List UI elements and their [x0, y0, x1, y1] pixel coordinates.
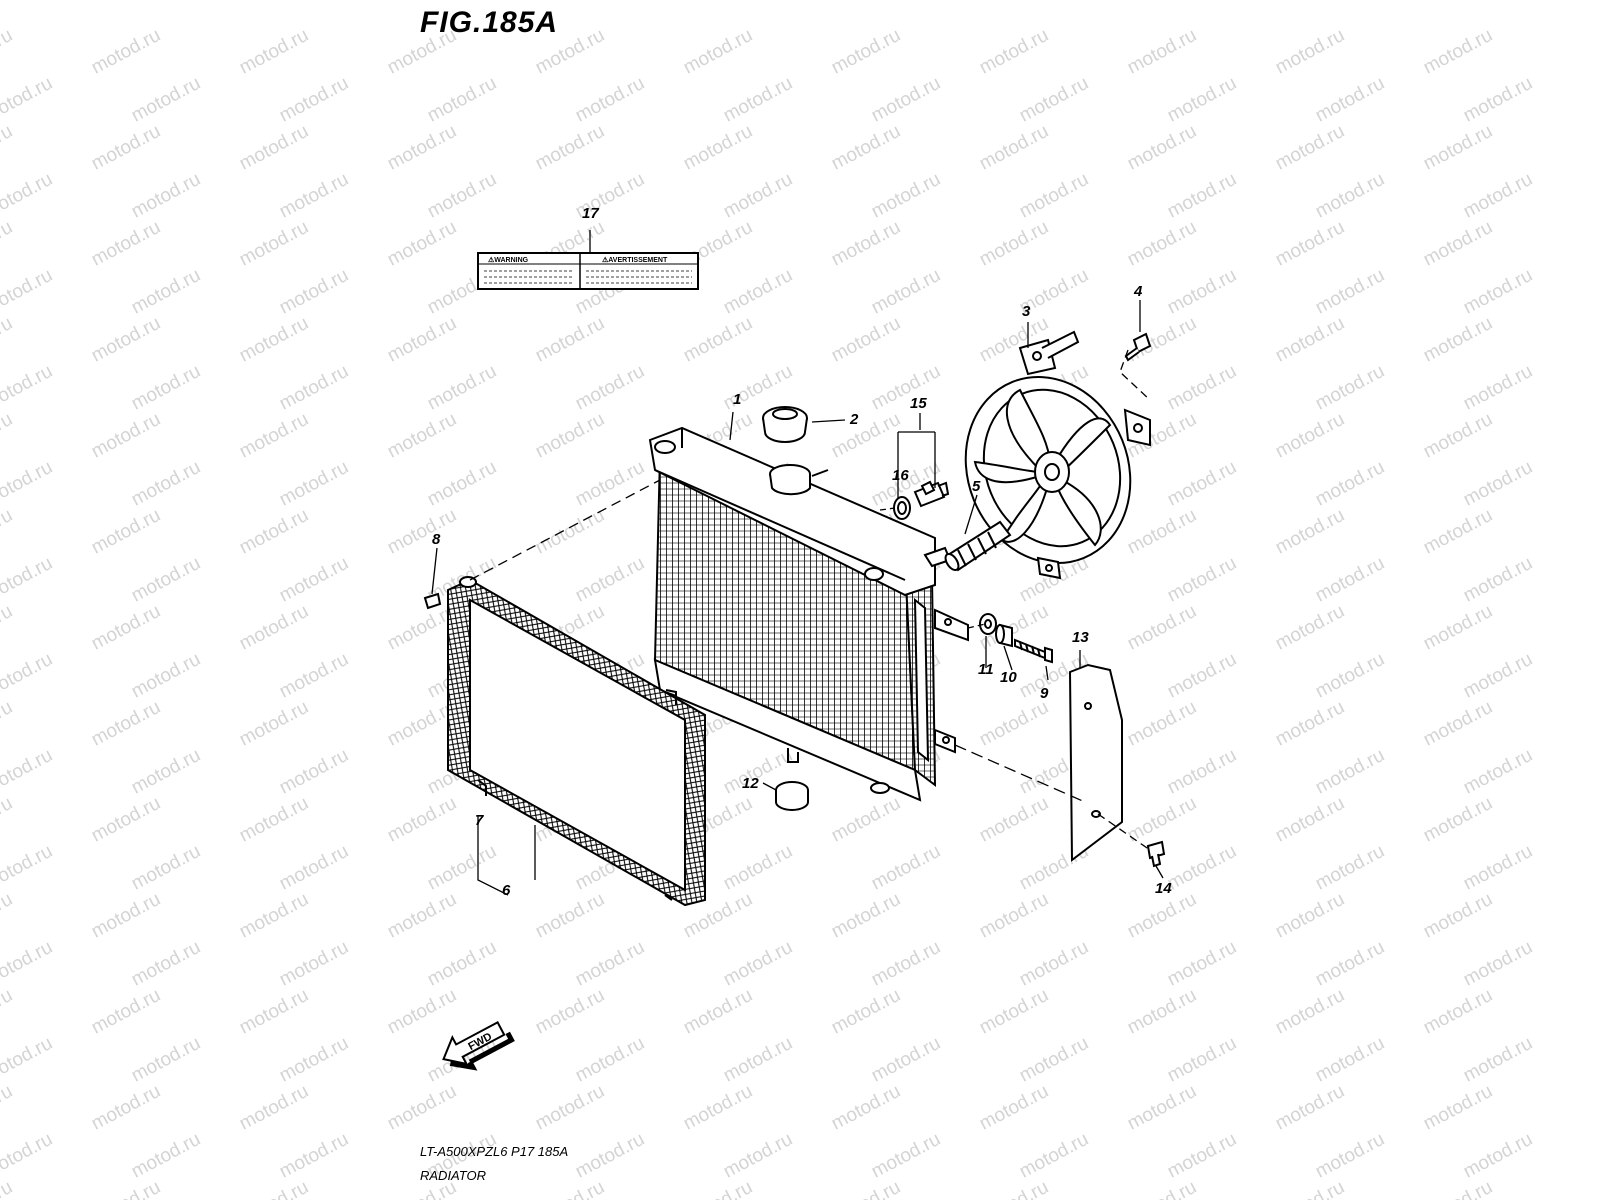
model-code: LT-A500XPZL6 P17 185A	[420, 1144, 569, 1159]
side-cover-plate	[1068, 663, 1123, 862]
radiator-hose	[944, 520, 1012, 572]
mount-collar	[995, 623, 1013, 648]
callout-6: 6	[502, 882, 511, 899]
cover-screw	[1146, 840, 1166, 868]
radiator-cap	[762, 406, 808, 443]
leader-lines	[431, 230, 1164, 896]
shroud-clip	[423, 592, 442, 610]
fan-bolt	[1124, 332, 1152, 362]
radiator-core	[648, 426, 969, 802]
callout-9: 9	[1040, 685, 1049, 702]
mount-bolt	[1014, 638, 1053, 664]
callout-numbers: 1 2 3 4 5 6 7 8 9 10 11 12 13 14 15 16 1…	[432, 205, 1172, 899]
callout-5: 5	[972, 478, 981, 495]
callout-7: 7	[475, 812, 484, 829]
cooling-fan	[964, 330, 1151, 580]
bottom-cushion	[775, 781, 809, 811]
figure-title: FIG.185A	[420, 6, 559, 39]
callout-8: 8	[432, 531, 441, 548]
callout-11: 11	[978, 661, 994, 678]
fan-thermo-switch	[913, 480, 950, 508]
callout-13: 13	[1072, 629, 1089, 646]
forward-arrow: FWD	[442, 1021, 515, 1071]
o-ring	[893, 496, 911, 520]
callout-15: 15	[910, 395, 927, 412]
warning-label-left-text: ⚠WARNING	[488, 256, 529, 264]
warning-label	[477, 252, 699, 290]
assembly-name: RADIATOR	[420, 1168, 486, 1183]
callout-14: 14	[1155, 880, 1172, 897]
callout-12: 12	[742, 775, 759, 792]
callout-10: 10	[1000, 669, 1017, 686]
callout-2: 2	[849, 411, 859, 428]
mount-cushion	[979, 613, 997, 635]
callout-17: 17	[582, 205, 599, 222]
callout-4: 4	[1133, 283, 1143, 300]
callout-1: 1	[733, 391, 741, 408]
callout-3: 3	[1022, 303, 1031, 320]
warning-label-right-text: ⚠AVERTISSEMENT	[602, 256, 668, 264]
callout-16: 16	[892, 467, 909, 484]
